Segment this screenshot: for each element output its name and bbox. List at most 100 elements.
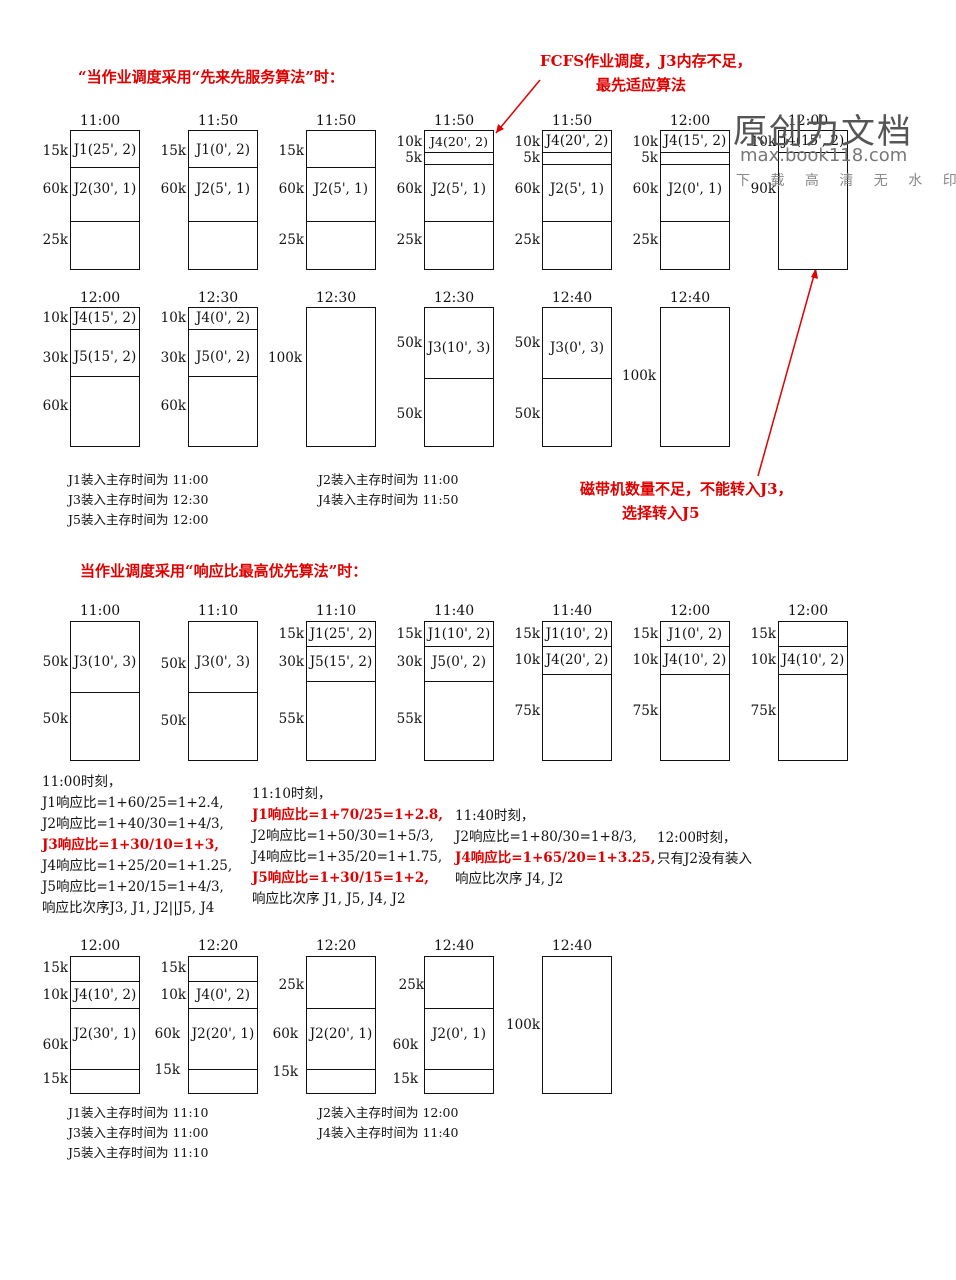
load-time: J4装入主存时间为 11:40	[318, 1125, 459, 1140]
size-label: 15k	[632, 626, 658, 642]
time-label: 12:40	[551, 938, 593, 954]
time-label: 12:00	[669, 113, 711, 129]
size-label: 15k	[160, 960, 186, 976]
time-label: 11:50	[197, 113, 239, 129]
size-label: 10k	[750, 652, 776, 668]
size-label: 10k	[160, 987, 186, 1003]
load-time: J3装入主存时间为 11:00	[68, 1125, 209, 1140]
time-label: 11:10	[197, 603, 239, 619]
job-cell: J1(10', 2)	[427, 626, 491, 642]
job-cell: J2(0', 1)	[431, 1026, 486, 1042]
job-cell: J5(0', 2)	[195, 349, 250, 365]
memory-block: J4(0', 2) J2(20', 1)	[188, 956, 258, 1094]
job-cell: J4(20', 2)	[430, 134, 488, 149]
size-label: 60k	[392, 1037, 418, 1053]
time-label: 12:00	[669, 603, 711, 619]
size-label: 25k	[514, 232, 540, 248]
job-cell: J4(10', 2)	[781, 652, 845, 668]
job-cell: J5(15', 2)	[309, 654, 373, 670]
time-label: 12:00	[787, 113, 829, 129]
size-label: 15k	[396, 626, 422, 642]
size-label: 15k	[392, 1071, 418, 1087]
job-cell: J3(10', 3)	[73, 654, 137, 670]
time-label: 11:00	[79, 603, 121, 619]
calc-line: 响应比次序 J1, J5, J4, J2	[252, 891, 406, 907]
size-label: 30k	[42, 350, 68, 366]
time-label: 11:50	[551, 113, 593, 129]
size-label: 10k	[160, 310, 186, 326]
fcfs-annotation-line1: FCFS作业调度，J3内存不足，	[540, 52, 752, 70]
time-label: 11:10	[315, 603, 357, 619]
calc-line: 11:10时刻，	[252, 786, 332, 802]
job-cell: J1(25', 2)	[73, 142, 137, 158]
job-cell: J1(10', 2)	[545, 626, 609, 642]
size-label: 50k	[514, 406, 540, 422]
memory-block: J4(10', 2)	[778, 621, 848, 761]
memory-block: J3(0', 3)	[542, 307, 612, 447]
time-label: 12:40	[669, 290, 711, 306]
memory-block: J1(10', 2) J4(20', 2)	[542, 621, 612, 761]
time-label: 11:50	[433, 113, 475, 129]
load-time: J5装入主存时间为 11:10	[68, 1145, 209, 1160]
size-label: 100k	[622, 368, 656, 384]
calc-1100: 11:00时刻， J1响应比=1+60/25=1+2.4, J2响应比=1+40…	[42, 772, 232, 919]
fcfs-annotation-line2: 最先适应算法	[596, 76, 687, 94]
load-time: J1装入主存时间为 11:00	[68, 472, 209, 487]
calc-line: 响应比次序 J4, J2	[455, 871, 564, 887]
job-cell: J1(25', 2)	[309, 626, 373, 642]
calc-line-highlight: J5响应比=1+30/15=1+2,	[252, 870, 429, 886]
calc-line: J4响应比=1+35/20=1+1.75,	[252, 849, 443, 865]
size-label: 10k	[632, 652, 658, 668]
job-cell: J2(30', 1)	[73, 181, 137, 197]
size-label: 15k	[278, 143, 304, 159]
size-label: 25k	[398, 977, 424, 993]
job-cell: J4(0', 2)	[195, 310, 250, 326]
size-label: 60k	[396, 181, 422, 197]
calc-line: J2响应比=1+80/30=1+8/3,	[455, 829, 637, 845]
size-label: 25k	[42, 232, 68, 248]
calc-1200: 12:00时刻， 只有J2没有装入	[657, 828, 752, 870]
memory-block: J4(10', 2) J2(30', 1)	[70, 956, 140, 1094]
size-label: 55k	[278, 711, 304, 727]
size-label: 10k	[396, 134, 422, 150]
job-cell: J5(15', 2)	[73, 349, 137, 365]
job-cell: J4(20', 2)	[545, 133, 609, 149]
job-cell: J4(10', 2)	[663, 652, 727, 668]
memory-block: J4(15', 2)	[778, 130, 848, 270]
job-cell: J2(20', 1)	[309, 1026, 373, 1042]
size-label: 10k	[42, 310, 68, 326]
time-label: 12:30	[433, 290, 475, 306]
calc-line: 响应比次序J3, J1, J2||J5, J4	[42, 900, 215, 916]
size-label: 60k	[42, 1037, 68, 1053]
load-time-list-left: J1装入主存时间为 11:00 J3装入主存时间为 12:30 J5装入主存时间…	[68, 470, 208, 530]
size-label: 25k	[278, 232, 304, 248]
watermark-brand: 原创力文档	[733, 112, 913, 152]
time-label: 11:50	[315, 113, 357, 129]
job-cell: J2(0', 1)	[667, 181, 722, 197]
size-label: 15k	[160, 143, 186, 159]
size-label: 10k	[514, 652, 540, 668]
section1-heading: “当作业调度采用“先来先服务算法”时：	[78, 68, 344, 86]
size-label: 60k	[42, 398, 68, 414]
size-label: 60k	[272, 1026, 298, 1042]
job-cell: J3(0', 3)	[549, 340, 604, 356]
time-label: 12:00	[79, 290, 121, 306]
job-cell: J4(0', 2)	[195, 987, 250, 1003]
section2-heading: 当作业调度采用“响应比最高优先算法”时：	[80, 562, 368, 580]
load-time: J5装入主存时间为 12:00	[68, 512, 209, 527]
size-label: 30k	[160, 350, 186, 366]
job-cell: J4(20', 2)	[545, 652, 609, 668]
memory-block: J2(20', 1)	[306, 956, 376, 1094]
size-label: 30k	[278, 654, 304, 670]
time-label: 12:00	[787, 603, 829, 619]
size-label: 75k	[632, 703, 658, 719]
size-label: 50k	[514, 335, 540, 351]
time-label: 11:00	[79, 113, 121, 129]
size-label: 75k	[514, 703, 540, 719]
memory-block: J4(20', 2) J2(5', 1)	[542, 130, 612, 270]
watermark-url: max.book118.com	[740, 145, 908, 166]
job-cell: J3(10', 3)	[427, 340, 491, 356]
size-label: 60k	[514, 181, 540, 197]
memory-block	[542, 956, 612, 1094]
